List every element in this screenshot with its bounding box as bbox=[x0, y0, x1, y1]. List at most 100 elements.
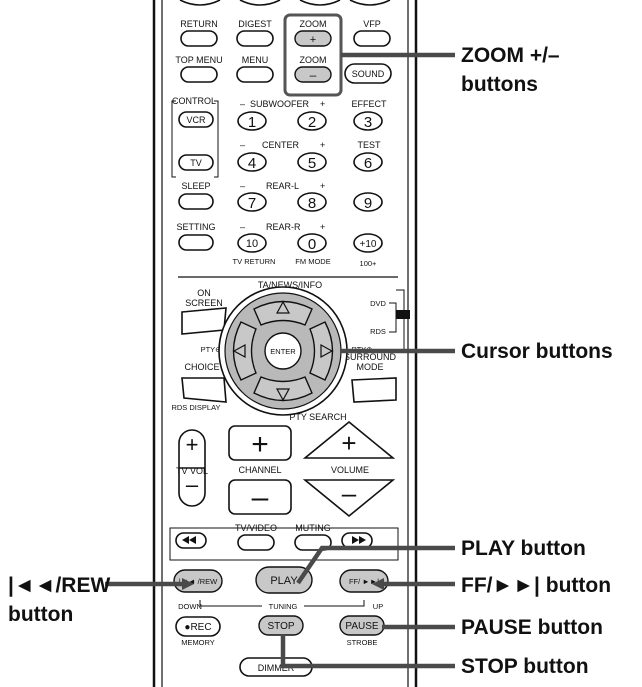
down-label: DOWN bbox=[178, 602, 202, 611]
center-label: CENTER bbox=[262, 140, 300, 150]
control-label: CONTROL bbox=[172, 96, 216, 106]
return-button[interactable] bbox=[180, 30, 218, 47]
key-7-button[interactable] bbox=[237, 192, 267, 212]
control-section: CONTROL VCR TV bbox=[171, 96, 219, 178]
volume-section: + – TV VOL + CHANNEL – + VOLUME – bbox=[176, 420, 396, 518]
key-10-label: 10 bbox=[246, 238, 258, 250]
cursor-left-icon bbox=[232, 343, 246, 359]
enter-button[interactable] bbox=[264, 332, 302, 370]
key-10-button[interactable] bbox=[237, 233, 267, 253]
key-1-button[interactable] bbox=[237, 111, 267, 131]
ff-button[interactable] bbox=[339, 569, 389, 593]
cursor-right-icon bbox=[320, 343, 334, 359]
key-3-button[interactable] bbox=[353, 111, 383, 131]
key-4-button[interactable] bbox=[237, 152, 267, 172]
volume-up-button[interactable] bbox=[302, 420, 396, 459]
top-menu-button[interactable] bbox=[180, 66, 218, 83]
key-0-button[interactable] bbox=[297, 233, 327, 253]
tv-button[interactable] bbox=[178, 154, 214, 171]
key-plus10-label: +10 bbox=[360, 239, 377, 250]
on-screen-button[interactable] bbox=[181, 307, 227, 335]
transport-section: TV/VIDEO MUTING |◄◄ /REW PLAY FF/ ►►| DO… bbox=[169, 523, 399, 677]
mode-label: MODE bbox=[357, 362, 384, 372]
zoom-plus-label: ZOOM bbox=[300, 19, 327, 29]
key-5-button[interactable] bbox=[297, 152, 327, 172]
zoom-plus-button[interactable] bbox=[294, 30, 332, 47]
vcr-button[interactable] bbox=[178, 111, 214, 128]
surround-mode-button[interactable] bbox=[351, 377, 397, 403]
muting-label: MUTING bbox=[295, 523, 331, 533]
key-1-label: 1 bbox=[248, 114, 256, 131]
remote-row-2: TOP MENU MENU ZOOM – SOUND bbox=[175, 55, 392, 84]
rew-leader-arrow-icon bbox=[182, 578, 194, 590]
zoom-callout-line2: buttons bbox=[461, 73, 538, 96]
rear-r-minus: – bbox=[240, 222, 245, 232]
rds-display-label: RDS DISPLAY bbox=[171, 403, 220, 412]
top-menu-label: TOP MENU bbox=[175, 55, 222, 65]
key-6-label: 6 bbox=[364, 155, 372, 172]
leader-lines bbox=[105, 52, 455, 669]
menu-button[interactable] bbox=[236, 66, 274, 83]
strobe-label: STROBE bbox=[347, 638, 378, 647]
play-button[interactable] bbox=[255, 566, 313, 594]
key-5-label: 5 bbox=[308, 155, 316, 172]
key-9-label: 9 bbox=[364, 195, 372, 212]
on-label: ON bbox=[197, 288, 211, 298]
subwoofer-minus: – bbox=[240, 99, 245, 109]
dvd-rds-switch[interactable] bbox=[396, 310, 410, 319]
choice-button[interactable] bbox=[181, 377, 227, 403]
rew-callout-line2: button bbox=[8, 603, 73, 626]
channel-down-button[interactable] bbox=[228, 479, 292, 515]
key-3-label: 3 bbox=[364, 114, 372, 131]
channel-up-button[interactable] bbox=[228, 425, 292, 461]
pty-search-label: PTY SEARCH bbox=[289, 412, 346, 422]
volume-down-button[interactable] bbox=[302, 479, 396, 518]
rds-label: RDS bbox=[370, 327, 386, 336]
effect-label: EFFECT bbox=[352, 99, 388, 109]
volume-minus: – bbox=[342, 478, 357, 508]
subwoofer-label: SUBWOOFER bbox=[250, 99, 310, 109]
tv-vol-minus: – bbox=[186, 472, 199, 497]
tv-return-label: TV RETURN bbox=[233, 257, 276, 266]
key-0-label: 0 bbox=[308, 236, 316, 253]
zoom-plus-sign: + bbox=[310, 34, 316, 46]
stop-label: STOP bbox=[267, 621, 294, 632]
tv-vol-label: TV VOL bbox=[176, 466, 208, 476]
rec-button[interactable] bbox=[175, 616, 221, 637]
choice-label: CHOICE bbox=[184, 362, 219, 372]
sound-label: SOUND bbox=[352, 69, 385, 79]
ff-label: FF/ ►►| bbox=[349, 577, 379, 586]
sleep-button[interactable] bbox=[178, 193, 214, 210]
digest-button[interactable] bbox=[236, 30, 274, 47]
pty-minus-label: PTY⊖ bbox=[201, 345, 222, 354]
key-plus10-button[interactable] bbox=[353, 233, 383, 253]
key-2-button[interactable] bbox=[297, 111, 327, 131]
dimmer-label: DIMMER bbox=[258, 663, 295, 673]
cursor-up-icon bbox=[275, 300, 291, 314]
rew-callout-line1: |◄◄/REW bbox=[8, 574, 110, 597]
key-8-button[interactable] bbox=[297, 192, 327, 212]
vfp-button[interactable] bbox=[353, 30, 391, 47]
key-4-label: 4 bbox=[248, 155, 256, 172]
play-label: PLAY bbox=[270, 575, 298, 587]
channel-label: CHANNEL bbox=[238, 465, 281, 475]
stop-leader-line bbox=[280, 634, 455, 669]
sound-button[interactable] bbox=[344, 63, 392, 84]
key-9-button[interactable] bbox=[353, 192, 383, 212]
rear-r-label: REAR-R bbox=[266, 222, 301, 232]
tv-video-button[interactable] bbox=[237, 534, 275, 551]
key-6-button[interactable] bbox=[353, 152, 383, 172]
cursor-down-icon bbox=[275, 388, 291, 402]
tv-label: TV bbox=[190, 158, 202, 168]
play-leader-line bbox=[296, 545, 455, 585]
zoom-minus-button[interactable] bbox=[294, 66, 332, 83]
return-label: RETURN bbox=[180, 19, 218, 29]
menu-label: MENU bbox=[242, 55, 269, 65]
channel-minus: – bbox=[252, 481, 269, 514]
key-8-label: 8 bbox=[308, 195, 316, 212]
key-2-label: 2 bbox=[308, 114, 316, 131]
setting-button[interactable] bbox=[178, 234, 214, 251]
play-callout: PLAY button bbox=[461, 537, 586, 560]
vcr-label: VCR bbox=[186, 115, 206, 125]
